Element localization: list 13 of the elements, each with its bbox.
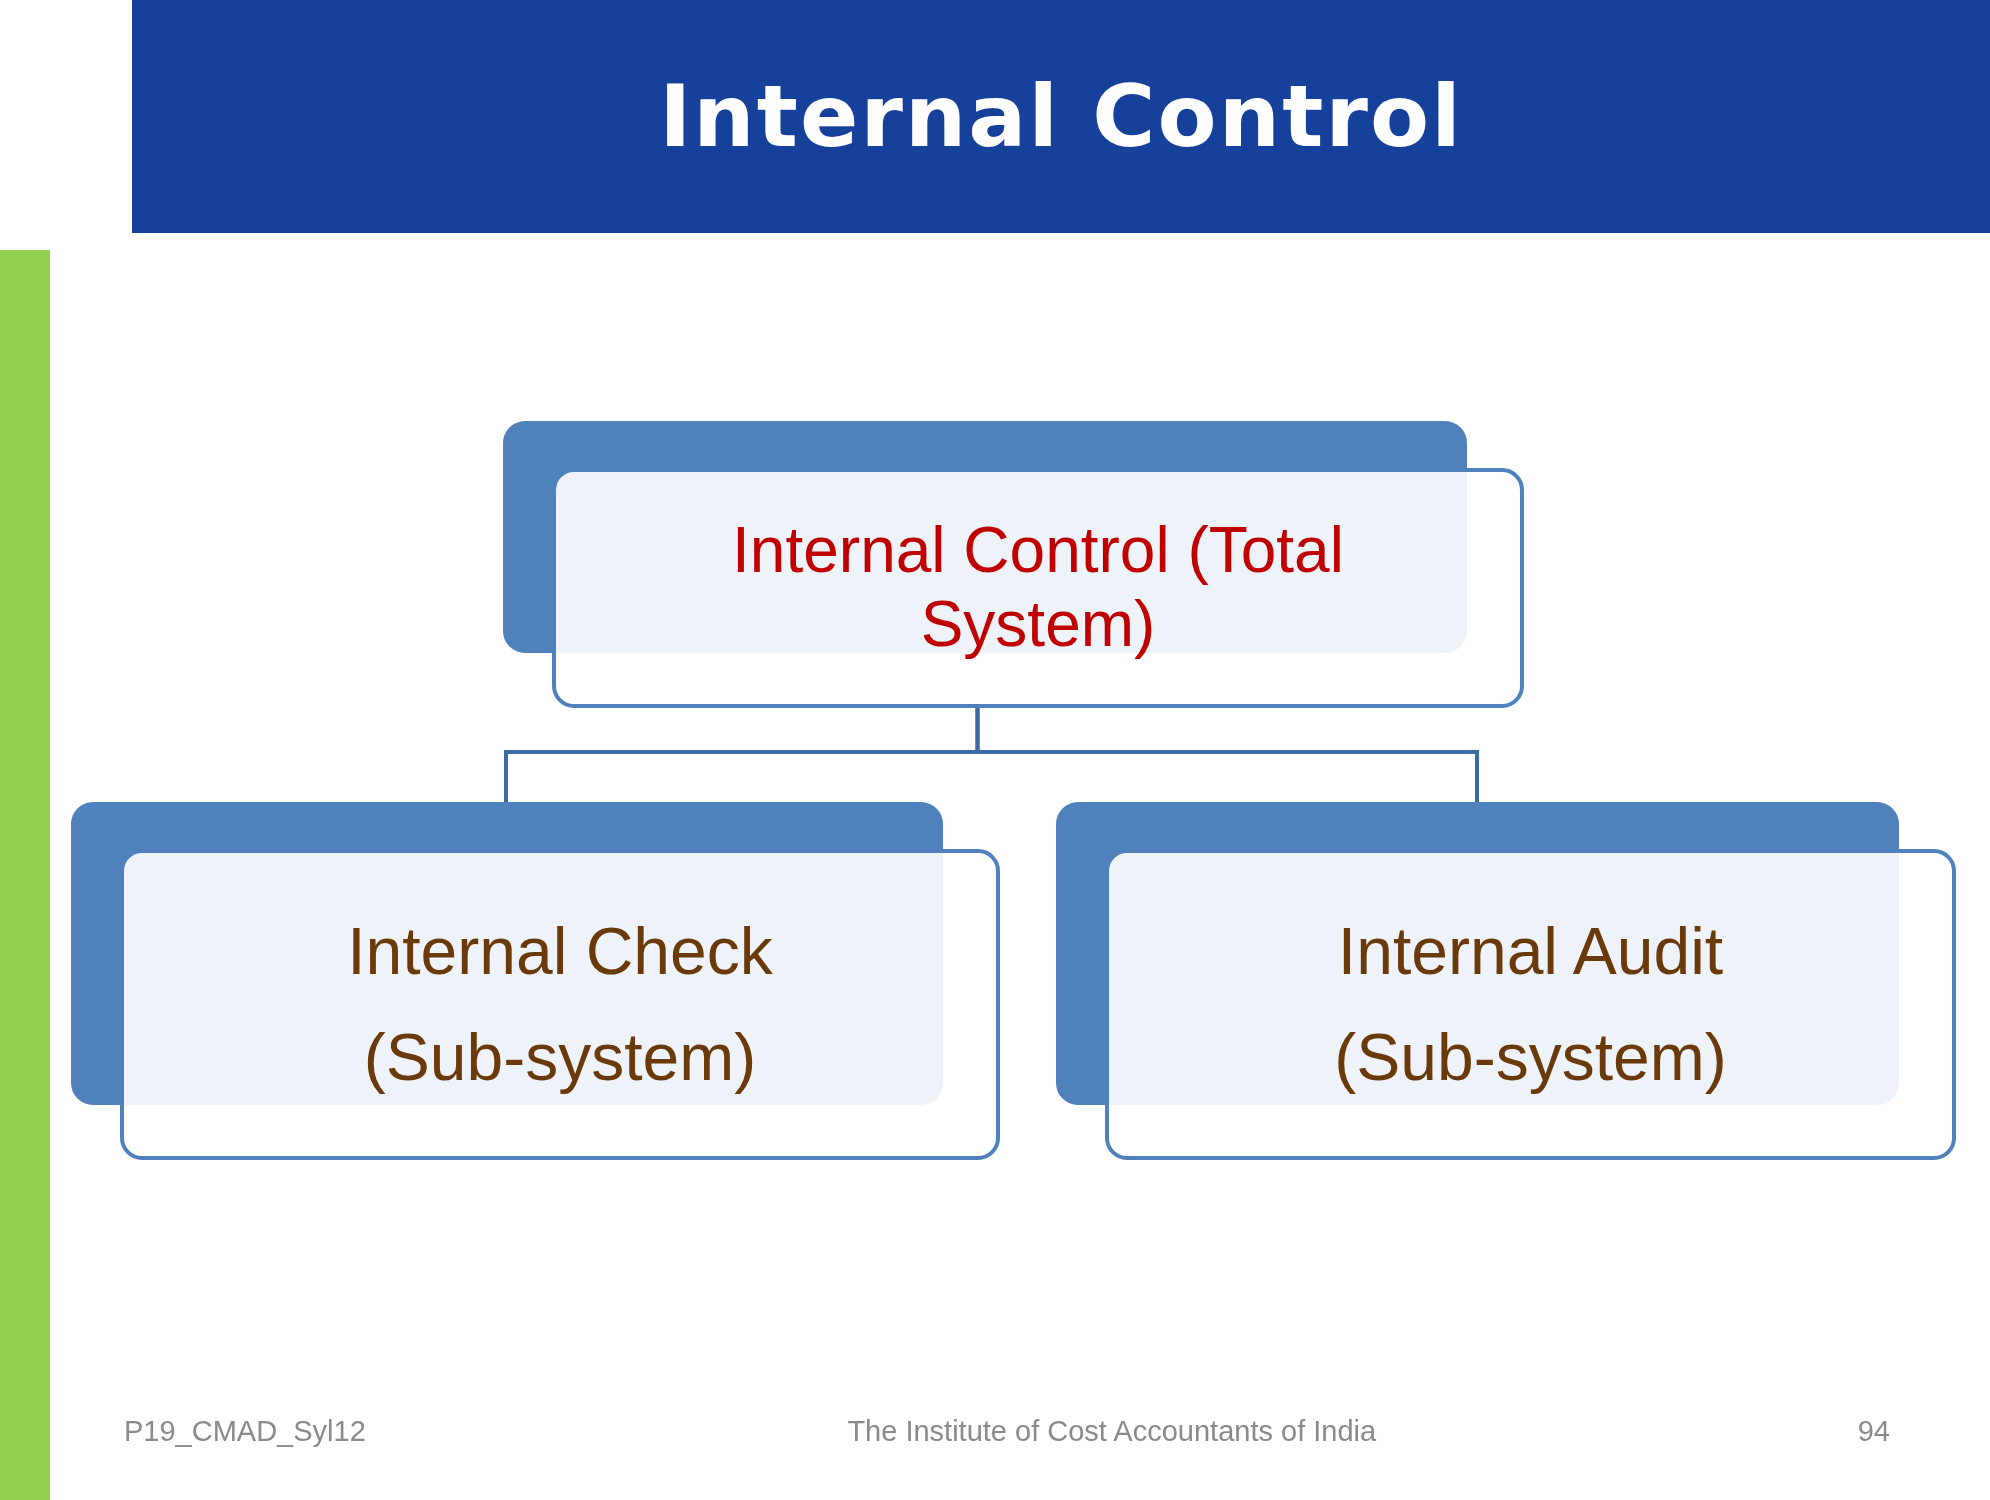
hierarchy-box (1056, 802, 1956, 1160)
title: Internal Control (659, 65, 1463, 168)
hierarchy-box (71, 802, 1000, 1160)
footer-text: The Institute of Cost Accountants of India (847, 1414, 1377, 1449)
footer-text: 94 (1857, 1414, 1890, 1449)
box-label: Internal Control (Total System) (731, 514, 1345, 662)
box-label: Internal Check (347, 912, 773, 990)
box-label: (Sub-system) (1334, 1018, 1727, 1096)
box-label: (Sub-system) (363, 1018, 757, 1096)
box-label: Internal Audit (1337, 912, 1724, 990)
footer-text: P19_CMAD_Syl12 (124, 1414, 366, 1449)
hierarchy-box (503, 421, 1524, 708)
connector-line (975, 708, 1479, 802)
